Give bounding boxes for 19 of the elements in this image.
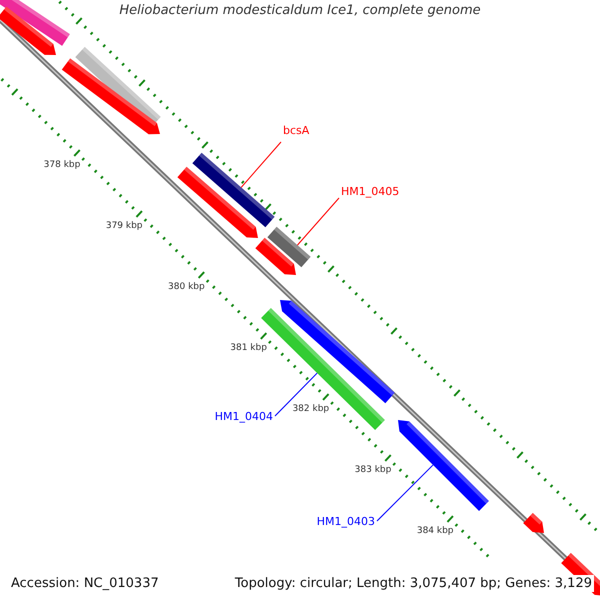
position-label: 382 kbp — [292, 404, 330, 414]
gene-label: bcsA — [283, 125, 310, 137]
gene-feature — [398, 420, 489, 511]
gene-label: HM1_0403 — [316, 516, 375, 528]
leader-line — [274, 372, 318, 416]
gene-label: HM1_0405 — [341, 186, 400, 198]
map-title: Heliobacterium modesticaldum Ice1, complete genome — [118, 3, 482, 18]
position-label: 384 kbp — [416, 526, 454, 536]
gene-feature — [192, 152, 275, 228]
position-label: 381 kbp — [230, 343, 267, 353]
position-label: 379 kbp — [106, 221, 143, 231]
leader-line — [240, 142, 282, 188]
gene-label: HM1_0404 — [214, 411, 273, 423]
gene-feature — [267, 226, 311, 268]
accession-text: Accession: NC_010337 — [9, 575, 161, 592]
leader-line — [376, 464, 434, 522]
leader-line — [296, 198, 340, 246]
position-label: 378 kbp — [44, 160, 80, 170]
position-label: 380 kbp — [168, 282, 205, 292]
